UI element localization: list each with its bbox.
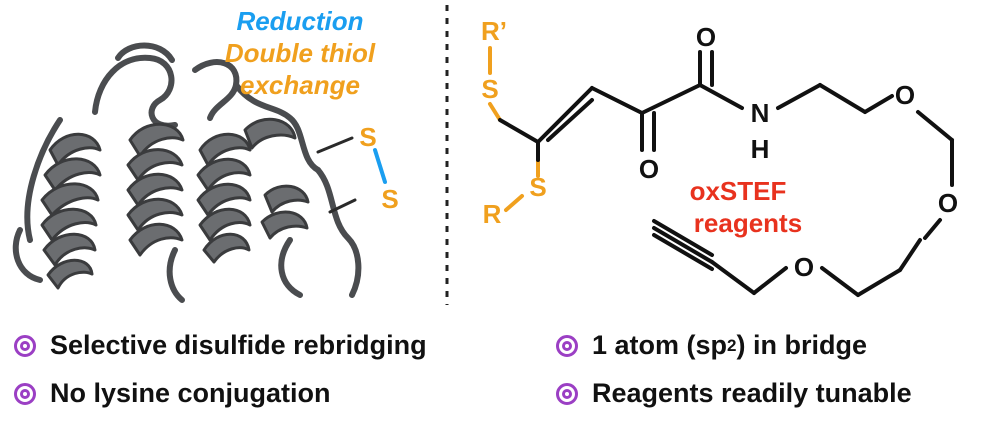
r-prime-label: R’: [481, 16, 507, 46]
helix-b: [126, 122, 185, 257]
target-bullet-icon: [556, 382, 578, 405]
reduction-label: Reduction: [236, 6, 363, 36]
feature-text: No lysine conjugation: [50, 378, 331, 408]
helix-a: [40, 132, 102, 290]
amide-nitrogen-label: N: [751, 98, 770, 128]
feature-item-tunable: Reagents readily tunable: [556, 378, 912, 409]
feature-item-rebridging: Selective disulfide rebridging: [14, 330, 427, 361]
ether-oxygen-1-label: O: [895, 80, 915, 110]
feature-text: Reagents readily tunable: [592, 378, 912, 408]
disulfide-bond-blue: [373, 148, 387, 184]
feature-text-pre: 1 atom (sp: [592, 330, 728, 360]
feature-text-post: ) in bridge: [736, 330, 868, 360]
helix-d: [243, 117, 310, 240]
ketone-oxygen-label: O: [639, 154, 659, 184]
target-bullet-icon: [14, 382, 36, 405]
reagent-name-line2: reagents: [694, 208, 802, 238]
amide-oxygen-label: O: [696, 22, 716, 52]
feature-item-no-lysine: No lysine conjugation: [14, 378, 331, 409]
protein-loops: [12, 42, 362, 303]
ether-oxygen-3-label: O: [794, 252, 814, 282]
sulfur-label-top: S: [359, 122, 376, 152]
carbon-skeleton: [498, 50, 954, 297]
thioether-bonds: [488, 46, 540, 212]
sulfur-top-label: S: [481, 74, 498, 104]
sulfur-bottom-label: S: [529, 172, 546, 202]
protein-cartoon: S S: [12, 42, 399, 303]
sulfur-label-bottom: S: [381, 184, 398, 214]
target-bullet-icon: [556, 334, 578, 357]
double-thiol-label-line2: exchange: [240, 70, 360, 100]
ether-oxygen-2-label: O: [938, 188, 958, 218]
feature-text: Selective disulfide rebridging: [50, 330, 427, 360]
oxstef-molecule: R’ S S R O O N H O O O oxSTEF reagents: [481, 16, 958, 297]
reagent-name-line1: oxSTEF: [690, 176, 787, 206]
disulfide-connectors: [316, 136, 357, 214]
amide-hydrogen-label: H: [751, 134, 770, 164]
double-thiol-label-line1: Double thiol: [225, 38, 376, 68]
target-bullet-icon: [14, 334, 36, 357]
helix-c: [196, 132, 252, 264]
r-bottom-label: R: [483, 199, 502, 229]
